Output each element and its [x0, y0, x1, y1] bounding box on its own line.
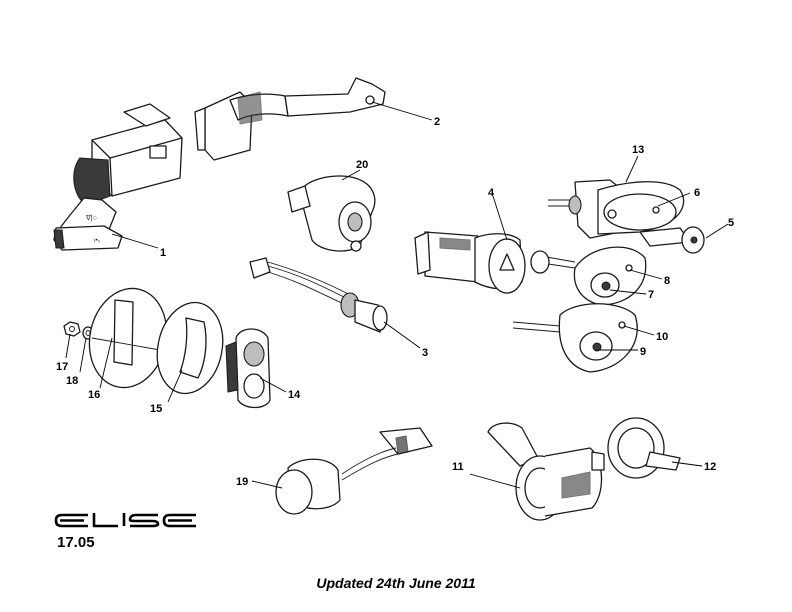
- callout-18: 18: [66, 375, 78, 387]
- callout-11: 11: [452, 461, 464, 473]
- hazard-switch-part-4[interactable]: [414, 231, 526, 294]
- lighter-socket-part-11[interactable]: [487, 422, 605, 521]
- callout-15: 15: [150, 403, 162, 415]
- lighter-ring-part-12[interactable]: [607, 417, 681, 479]
- ignition-switch-part-20[interactable]: [287, 175, 376, 252]
- callout-1: 1: [160, 247, 166, 259]
- callout-14: 14: [288, 389, 301, 401]
- nut-part-17[interactable]: [63, 321, 81, 337]
- callout-3: 3: [422, 347, 428, 359]
- section-code: 17.05: [57, 534, 95, 551]
- elise-logo: [54, 513, 196, 528]
- plate-part-16[interactable]: [80, 281, 175, 395]
- callout-12: 12: [704, 461, 716, 473]
- push-button-part-19[interactable]: [275, 427, 433, 515]
- callout-13: 13: [632, 144, 644, 156]
- callout-19: 19: [236, 476, 248, 488]
- svg-text:ı•₀: ı•₀: [94, 238, 101, 244]
- switch-part-8-7[interactable]: [530, 246, 647, 306]
- callout-5: 5: [728, 217, 734, 229]
- callout-4: 4: [488, 187, 495, 199]
- switch-part-10-9[interactable]: [512, 303, 638, 373]
- gasket-part-15[interactable]: [149, 296, 231, 399]
- svg-text:ᐁ|○: ᐁ|○: [86, 215, 97, 222]
- stalk-switch-part-2[interactable]: [194, 77, 386, 161]
- leader-lines: [65, 101, 729, 489]
- footer-updated: Updated 24th June 2011: [316, 575, 476, 591]
- stalk-switch-part-1[interactable]: ᐁ|○ ı•₀: [53, 103, 183, 251]
- callout-8: 8: [664, 275, 670, 287]
- switch-assembly-part-13-6-5[interactable]: [548, 179, 705, 254]
- switch-part-3[interactable]: [249, 257, 388, 333]
- callout-labels: 1 2 3 4 5 6 7 8 9 10 11 12 13 14 15 16 1…: [56, 116, 734, 488]
- callout-7: 7: [648, 289, 654, 301]
- callout-6: 6: [694, 187, 700, 199]
- callout-20: 20: [356, 159, 368, 171]
- callout-16: 16: [88, 389, 100, 401]
- rocker-switch-part-14[interactable]: [225, 328, 271, 409]
- callout-17: 17: [56, 361, 68, 373]
- callout-2: 2: [434, 116, 440, 128]
- callout-9: 9: [640, 346, 646, 358]
- callout-10: 10: [656, 331, 668, 343]
